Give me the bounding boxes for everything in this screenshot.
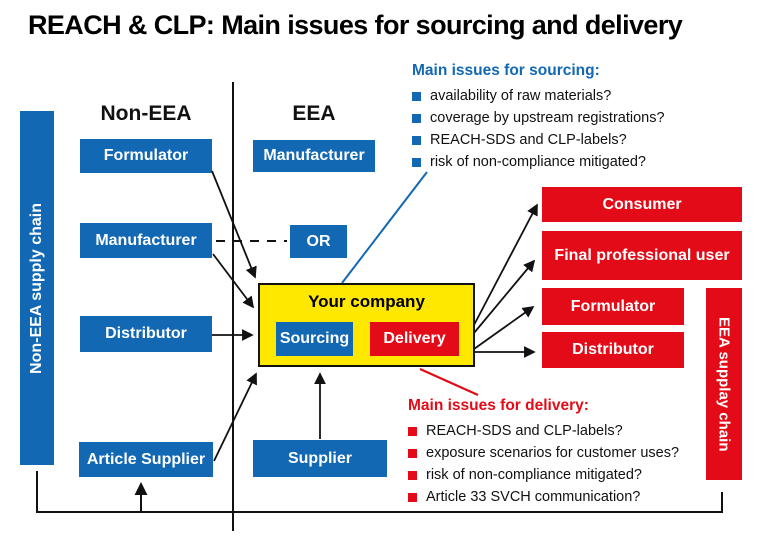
sourcing-notes: Main issues for sourcing: availability o… <box>412 62 665 173</box>
company-to-consumer-arrow <box>473 203 538 326</box>
node-distributor-non-eea: Distributor <box>80 316 212 352</box>
eea-supply-chain-bar: EEA supplay chain <box>706 288 742 480</box>
node-formulator-non-eea: Formulator <box>80 139 212 173</box>
node-distributor-eea: Distributor <box>542 332 684 368</box>
node-manufacturer-eea: Manufacturer <box>253 140 375 172</box>
bullet-square-icon <box>412 91 421 101</box>
node-or-connector: OR <box>290 225 347 258</box>
delivery-note-item: risk of non-compliance mitigated? <box>408 464 679 486</box>
article-supplier-to-company-arrow <box>213 372 257 462</box>
your-company-label: Your company <box>308 292 425 311</box>
bullet-square-icon <box>412 157 421 167</box>
sourcing-note-item: coverage by upstream registrations? <box>412 107 665 129</box>
delivery-note-item: Article 33 SVCH communication? <box>408 486 679 508</box>
bullet-square-icon <box>408 470 417 480</box>
bullet-square-icon <box>408 448 417 458</box>
delivery-note-item: exposure scenarios for customer uses? <box>408 442 679 464</box>
bullet-square-icon <box>412 113 421 123</box>
company-to-final-professional-user-arrow <box>473 259 536 334</box>
sourcing-note-item: availability of raw materials? <box>412 85 665 107</box>
sourcing-note-item: risk of non-compliance mitigated? <box>412 151 665 173</box>
sourcing-notes-pointer-line <box>341 171 428 284</box>
node-final-professional-user: Final professional user <box>542 231 742 280</box>
sourcing-note-item: REACH-SDS and CLP-labels? <box>412 129 665 151</box>
node-manufacturer-non-eea: Manufacturer <box>80 223 212 258</box>
sourcing-box: Sourcing <box>276 322 353 356</box>
bullet-square-icon <box>408 492 417 502</box>
delivery-notes-heading: Main issues for delivery: <box>408 397 589 414</box>
delivery-note-item: REACH-SDS and CLP-labels? <box>408 420 679 442</box>
non-eea-supply-chain-label: Non-EEA supply chain <box>28 202 45 374</box>
bullet-square-icon <box>408 426 417 436</box>
formulator-to-company-arrow <box>211 170 257 279</box>
manufacturer-to-company-arrow <box>212 253 255 309</box>
non-eea-supply-chain-bar: Non-EEA supply chain <box>20 111 54 465</box>
node-formulator-eea: Formulator <box>542 288 684 325</box>
bullet-square-icon <box>412 135 421 145</box>
delivery-notes-pointer-line <box>419 367 479 397</box>
node-supplier: Supplier <box>253 440 387 477</box>
delivery-box: Delivery <box>370 322 459 356</box>
your-company-box: Your company Sourcing Delivery <box>258 283 475 367</box>
page-title: REACH & CLP: Main issues for sourcing an… <box>28 10 683 40</box>
node-article-supplier: Article Supplier <box>79 442 213 477</box>
eea-supply-chain-label: EEA supplay chain <box>715 316 733 452</box>
sourcing-notes-heading: Main issues for sourcing: <box>412 62 600 79</box>
node-consumer: Consumer <box>542 187 742 222</box>
company-to-formulator-arrow <box>473 305 535 350</box>
delivery-notes: Main issues for delivery: REACH-SDS and … <box>408 397 679 508</box>
column-header-non-eea: Non-EEA <box>100 102 192 125</box>
column-header-eea: EEA <box>292 102 336 125</box>
